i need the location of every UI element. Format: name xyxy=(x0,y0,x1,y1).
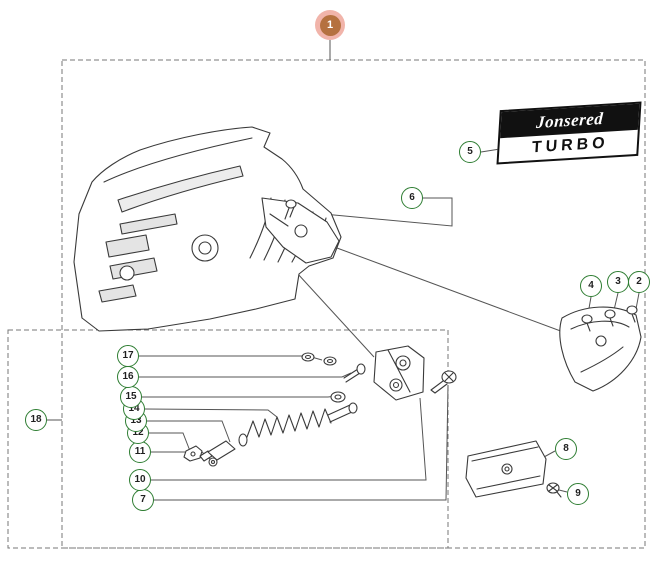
part-callout-11[interactable]: 11 xyxy=(129,441,151,463)
part-callout-1-number: 1 xyxy=(319,14,341,36)
part-callout-7[interactable]: 7 xyxy=(132,489,154,511)
boundary-box-subassembly xyxy=(7,329,449,549)
part-callout-17[interactable]: 17 xyxy=(117,345,139,367)
part-callout-18[interactable]: 18 xyxy=(25,409,47,431)
part-callout-15[interactable]: 15 xyxy=(120,386,142,408)
screw-2-icon xyxy=(626,305,638,323)
part-callout-1[interactable]: 1 xyxy=(315,10,345,40)
part-callout-3[interactable]: 3 xyxy=(607,271,629,293)
part-callout-10[interactable]: 10 xyxy=(129,469,151,491)
jonsered-turbo-decal: Jonsered TURBO xyxy=(496,101,642,165)
tensioner-assembly xyxy=(183,345,457,467)
part-callout-9[interactable]: 9 xyxy=(567,483,589,505)
trim-plate-part xyxy=(465,440,547,498)
part-callout-16[interactable]: 16 xyxy=(117,366,139,388)
part-callout-4[interactable]: 4 xyxy=(580,275,602,297)
top-cover-part xyxy=(73,126,342,332)
part-callout-6[interactable]: 6 xyxy=(401,187,423,209)
part-callout-8[interactable]: 8 xyxy=(555,438,577,460)
screw-7-icon xyxy=(430,370,457,394)
screw-3-icon xyxy=(604,309,616,327)
screw-4-icon xyxy=(581,314,593,332)
trim-plate-screw-icon xyxy=(546,482,562,498)
part-callout-2[interactable]: 2 xyxy=(628,271,650,293)
chain-catcher-part xyxy=(559,305,642,392)
part-callout-5[interactable]: 5 xyxy=(459,141,481,163)
